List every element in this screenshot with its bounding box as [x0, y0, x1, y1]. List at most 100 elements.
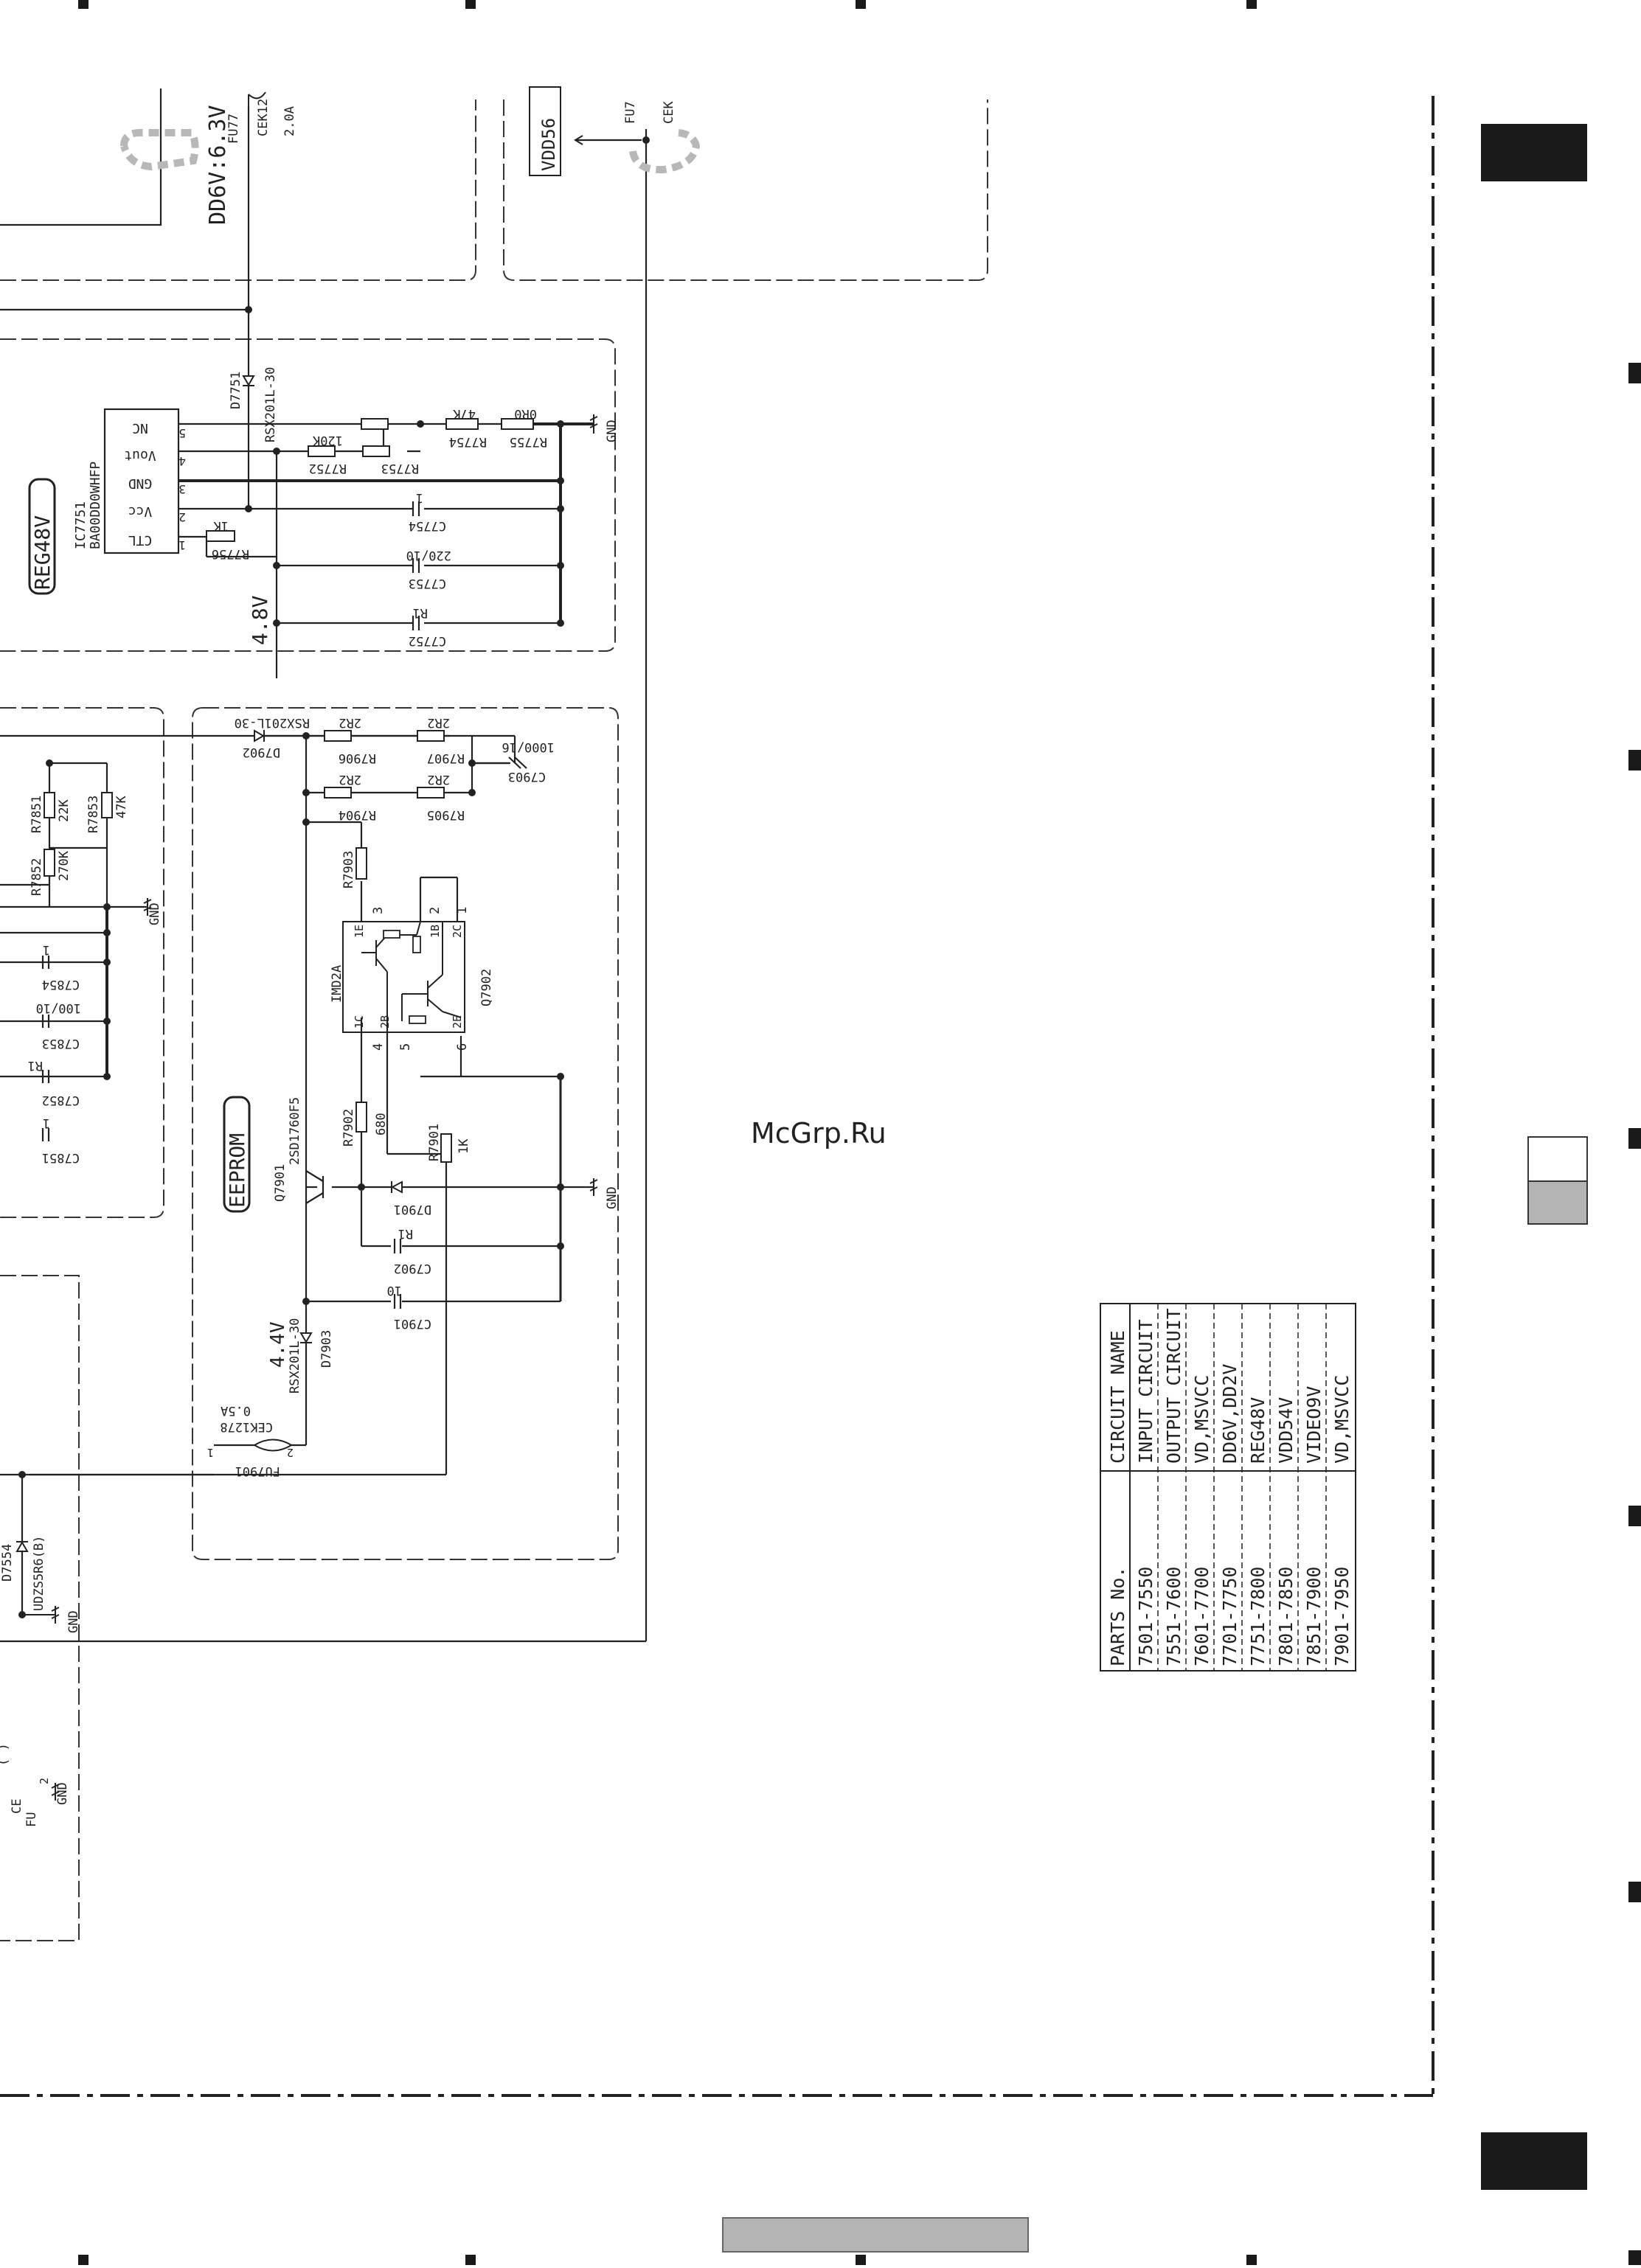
r7756-val: 1K: [213, 518, 229, 533]
parts-row-5-name: REG48V: [1247, 1397, 1269, 1464]
q7902-ref: Q7902: [479, 969, 494, 1006]
r7852-val: 270K: [57, 850, 72, 881]
vdd56-fuse-label: FU7: [623, 101, 638, 124]
ic7751-pin1-num: 1: [178, 538, 186, 552]
fu7901-ref: FU7901: [235, 1464, 280, 1478]
c7752-ref: C7752: [409, 633, 446, 648]
outline-eeprom: [192, 707, 619, 1560]
eeprom-title: EEPROM: [225, 1133, 249, 1208]
reg48v-title: REG48V: [30, 515, 55, 590]
c7854-ref: C7854: [42, 977, 80, 992]
r7754-val: 47K: [453, 406, 476, 421]
eeprom-voltage: 4.4V: [267, 1321, 289, 1368]
q7902-leg-4: 4: [371, 1043, 386, 1051]
reg48v-gnd: GND: [605, 420, 620, 442]
d7554-part: UDZS5R6(B): [32, 1536, 46, 1611]
c7851-val: 1: [43, 1116, 50, 1130]
left-lower-pin2: 2: [38, 1778, 51, 1784]
parts-row-7-name: VIDEO9V: [1303, 1386, 1325, 1464]
q7902-pin-1b: 1B: [429, 925, 442, 938]
q7902-pin-1c: 1C: [353, 1015, 366, 1029]
c7852-ref: C7852: [42, 1093, 80, 1107]
parts-row-6-name: VDD54V: [1275, 1397, 1297, 1464]
r7906-val: 2R2: [339, 715, 361, 730]
r7906-ref: R7906: [339, 751, 376, 765]
watermark: McGrp.Ru: [751, 1117, 887, 1149]
footer-bar: [722, 2217, 1029, 2253]
c7753-val: 220/10: [406, 548, 451, 563]
q7902-pin-2b: 2B: [378, 1015, 392, 1029]
c7903-val: 1000/16: [502, 740, 555, 754]
d7903-part: RSX201L-30: [288, 1318, 302, 1394]
r7903-ref: R7903: [341, 851, 356, 888]
index-box-light: [1527, 1136, 1588, 1182]
left-lower-fuse: FU: [24, 1812, 39, 1827]
c7903-ref: C7903: [508, 769, 546, 784]
parts-row-4-no: 7701-7750: [1219, 1567, 1241, 1666]
d7901-ref: D7901: [394, 1202, 431, 1217]
vdd54v-block: R7851 22K R7852 270K R7853 47K GND 1 C78…: [0, 759, 162, 1165]
c7853-val: 100/10: [36, 1001, 81, 1015]
r7754-ref: R7754: [449, 434, 487, 449]
parts-row-8-name: VD,MSVCC: [1331, 1375, 1353, 1464]
r7755-val: 0R0: [514, 406, 537, 421]
c7852-val: R1: [28, 1058, 43, 1073]
q7902-pin-2c: 2C: [451, 925, 464, 938]
r7905-ref: R7905: [427, 807, 465, 822]
c7754-ref: C7754: [409, 518, 446, 533]
r7752-ref: R7752: [309, 461, 347, 476]
outline-dd6v: [0, 100, 476, 281]
r7905-val: 2R2: [427, 772, 450, 787]
r7851-val: 22K: [57, 799, 72, 822]
r7851-ref: R7851: [30, 796, 44, 833]
c7851-ref: C7851: [42, 1150, 80, 1165]
ic7751-pin3-name: GND: [128, 476, 153, 491]
c7902-val: R1: [398, 1226, 413, 1241]
dd6v-fuse-part: CEK12: [256, 99, 271, 136]
left-lower-paren: ( ): [0, 1743, 11, 1766]
outline-vdd54v: [0, 707, 164, 1218]
d7902-ref: D7902: [243, 745, 280, 759]
grey-connection-arrows: [120, 129, 701, 174]
ic7751-part: BA00DD0WHFP: [88, 462, 103, 549]
r7901-val: 1K: [457, 1138, 471, 1154]
parts-table: PARTS No. CIRCUIT NAME 7501-7550 INPUT C…: [1100, 1303, 1356, 1672]
dd6v-fuse-rating: 2.0A: [282, 106, 297, 136]
c7901-ref: C7901: [394, 1316, 431, 1331]
parts-row-3-name: VD,MSVCC: [1191, 1375, 1212, 1464]
block-outlines: [0, 100, 988, 1941]
vdd56-fuse-part: CEK: [662, 101, 676, 124]
parts-header-no: PARTS No.: [1107, 1567, 1128, 1666]
frame-border: [0, 96, 1434, 2097]
q7902-pin-2e: 2E: [451, 1015, 464, 1029]
r7904-val: 2R2: [339, 772, 361, 787]
reg48v-title-box: [28, 478, 56, 595]
c7754-val: 1: [416, 490, 423, 505]
ic7751-pin3-num: 3: [178, 482, 186, 496]
q7901-part: 2SD1760F5: [288, 1097, 302, 1165]
c7752-val: R1: [413, 605, 428, 620]
d7751-ref: D7751: [229, 372, 243, 409]
r7904-ref: R7904: [339, 807, 376, 822]
r7853-val: 47K: [114, 796, 129, 818]
parts-row-2-no: 7551-7600: [1163, 1567, 1184, 1666]
ic7751-pin1-name: CTL: [128, 532, 153, 548]
r7902-ref: R7902: [341, 1109, 356, 1147]
left-lower-block: D7554 UDZS5R6(B) GND GND ( ) CE FU 2: [0, 1536, 81, 1827]
dd6v-fuse-label: FU77: [226, 114, 241, 144]
left-lower-gnd-2: GND: [55, 1782, 70, 1805]
c7753-ref: C7753: [409, 576, 446, 591]
reg48v-voltage: 4.8V: [248, 595, 272, 645]
outline-vdd56: [503, 100, 988, 281]
c7901-val: 10: [387, 1283, 402, 1298]
fu7901-rating: 0.5A: [221, 1403, 251, 1418]
vdd56-box: [529, 86, 561, 176]
d7902-part: RSX201L-30: [235, 715, 310, 730]
r7902-val: 680: [374, 1113, 389, 1135]
parts-row-1-no: 7501-7550: [1135, 1567, 1156, 1666]
page-tab-bottom: [1481, 2132, 1587, 2190]
parts-row-6-no: 7801-7850: [1275, 1567, 1297, 1666]
parts-row-1-name: INPUT CIRCUIT: [1135, 1319, 1156, 1464]
